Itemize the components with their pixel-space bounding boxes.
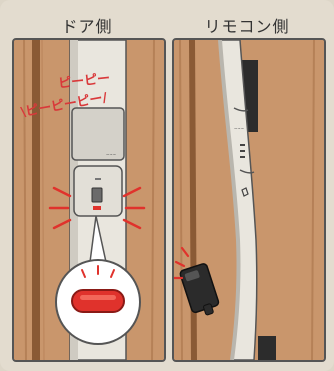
door-side-title: ドア側 [61,17,113,36]
remote-key-fob [179,263,220,316]
lock-small-icon [241,187,249,197]
remote-side-title: リモコン側 [204,17,290,36]
zoomed-red-led [71,289,125,313]
door-side-panel: ~~~ [12,38,166,362]
svg-text:~~~: ~~~ [106,152,116,157]
remote-side-panel: ~~~ [172,38,326,362]
remote-side-illustration: ~~~ [174,40,324,360]
strike-plate-bottom [258,336,276,360]
svg-text:~~~: ~~~ [234,126,244,131]
door-lock-indicator [91,187,103,203]
remote-signal-rays [174,246,190,280]
door-side-illustration: ~~~ [14,40,164,360]
lock-markings [240,144,245,158]
lock-upper-panel [71,107,125,161]
alarm-rays [48,186,146,230]
door-frame-edge [32,40,40,360]
